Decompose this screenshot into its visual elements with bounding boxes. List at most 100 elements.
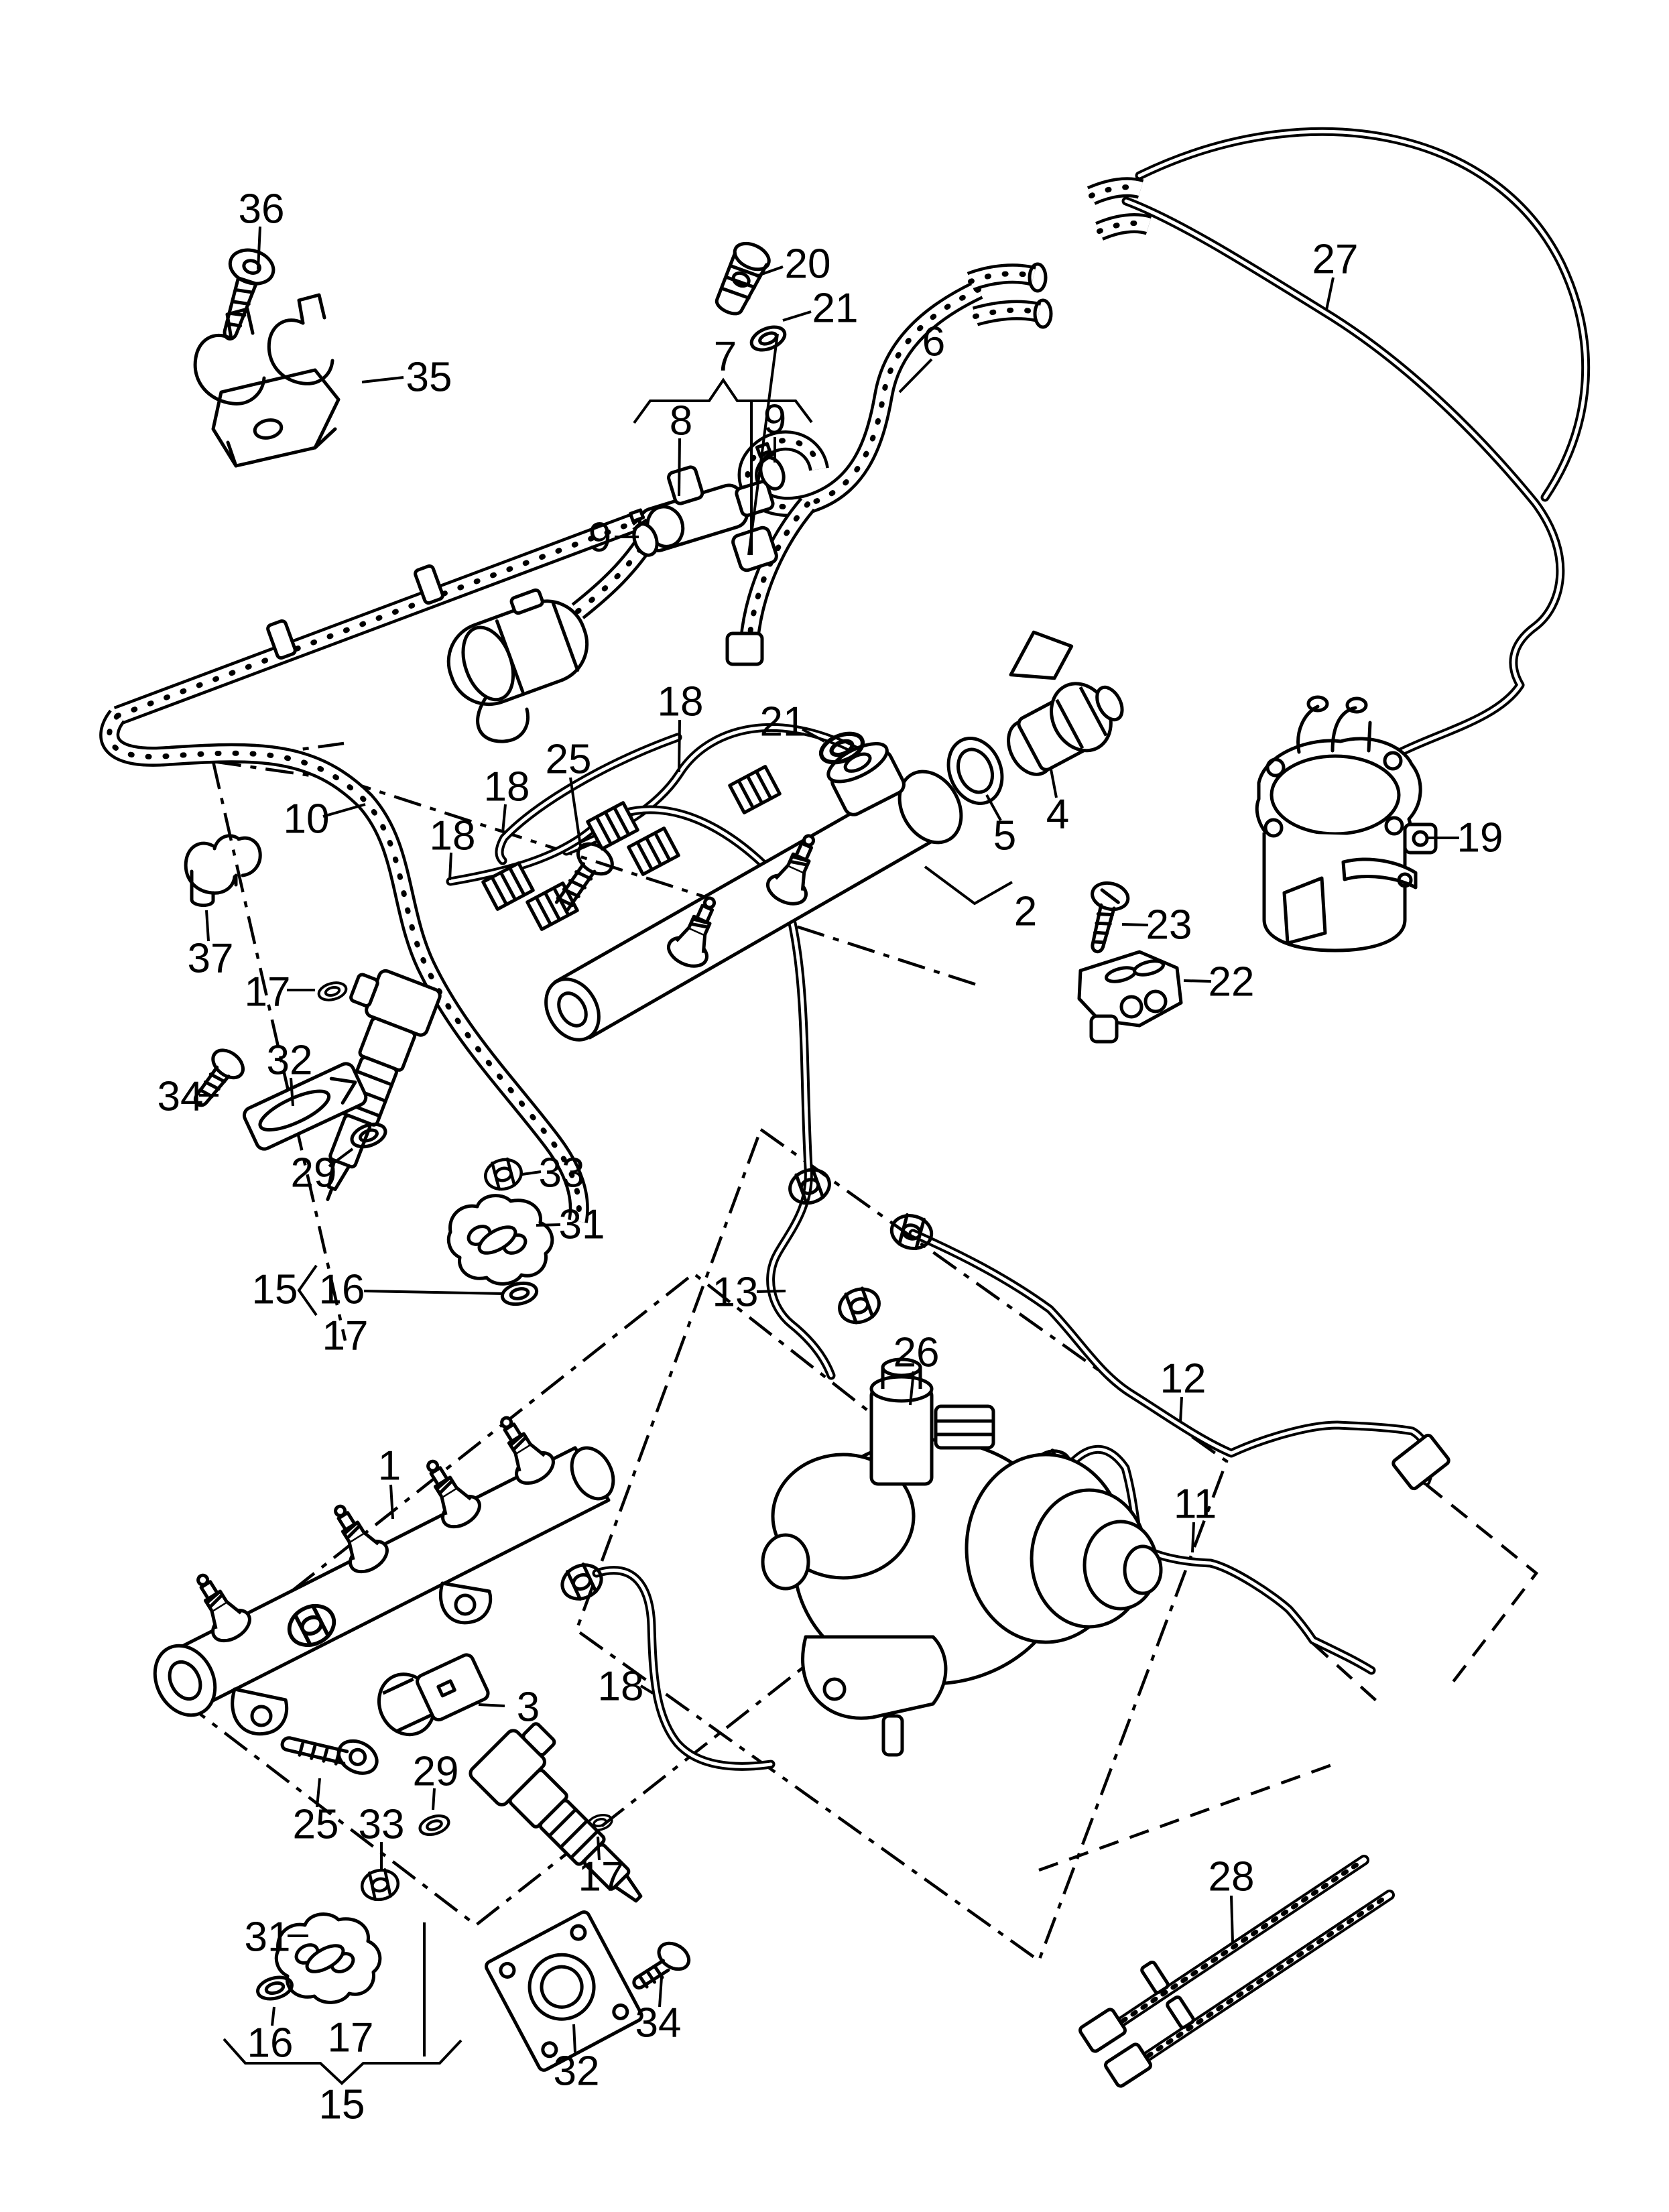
group-outline-pump	[574, 1127, 1229, 1963]
part-label-27: 27	[1312, 237, 1359, 283]
part-label-10: 10	[284, 796, 330, 843]
part-label-33: 33	[359, 1802, 405, 1848]
hose-clips	[266, 564, 444, 660]
leader-line-29	[328, 1148, 354, 1168]
leader-line-11	[1191, 1522, 1195, 1553]
leader-line-18	[639, 1684, 654, 1695]
part-label-7: 7	[714, 334, 737, 380]
leader-line-16	[271, 2006, 275, 2026]
part-label-18: 18	[658, 679, 704, 725]
part-label-17: 17	[245, 969, 291, 1016]
leader-line-34	[658, 1977, 663, 2008]
leader-line-23	[1121, 923, 1149, 926]
part-label-17: 17	[322, 1313, 369, 1359]
leader-line-21	[802, 728, 825, 743]
leader-line-28	[1230, 1895, 1234, 1943]
part-label-25: 25	[546, 737, 592, 783]
leader-line-26	[909, 1371, 915, 1406]
leader-line-18	[678, 719, 681, 773]
seal-ring-5	[946, 737, 1004, 805]
part-label-32: 32	[267, 1038, 313, 1084]
part-label-5: 5	[993, 813, 1016, 859]
group-15-brace-upper	[297, 1264, 318, 1316]
fuel-hose-6	[725, 262, 1053, 666]
group-outline-lower-rail	[165, 1272, 1001, 1927]
part-label-32: 32	[554, 2048, 600, 2095]
leader-line-25	[316, 1778, 321, 1808]
fuel-pipe-12	[888, 1211, 1450, 1491]
part-label-6: 6	[922, 319, 945, 365]
leader-line-18	[448, 852, 452, 881]
pressure-valve-4	[1007, 630, 1124, 776]
part-label-28: 28	[1209, 1854, 1255, 1900]
leader-line-37	[205, 910, 210, 942]
leader-line-29	[432, 1788, 436, 1810]
leader-line-18	[501, 804, 507, 833]
part-label-1: 1	[378, 1443, 401, 1489]
part-label-4: 4	[1046, 792, 1069, 838]
leader-line-25	[569, 777, 582, 847]
banjo-bolt-20	[715, 241, 771, 316]
part-label-36: 36	[239, 186, 285, 233]
part-label-33: 33	[539, 1150, 585, 1196]
leader-line-6	[898, 358, 933, 393]
part-label-25: 25	[293, 1802, 339, 1848]
leader-line-13	[756, 1290, 786, 1293]
leader-line-36	[257, 226, 261, 270]
bracket-22	[1077, 950, 1183, 1044]
part-label-16: 16	[247, 2020, 294, 2067]
part-label-12: 12	[1160, 1356, 1207, 1402]
leader-line-16	[363, 1290, 505, 1295]
part-label-34: 34	[158, 1074, 204, 1120]
leader-line-12	[1179, 1396, 1183, 1423]
part-label-31: 31	[245, 1914, 291, 1961]
part-label-9: 9	[589, 515, 611, 561]
leader-line-1	[389, 1484, 394, 1520]
part-label-15: 15	[252, 1267, 298, 1313]
screw-36	[223, 248, 275, 341]
clamping-piece-32-upper	[242, 1062, 368, 1151]
leader-line-8	[678, 438, 681, 497]
screw-25-lower	[280, 1736, 379, 1775]
leader-line-27	[1325, 277, 1335, 310]
part-label-35: 35	[406, 355, 452, 401]
part-label-29: 29	[413, 1749, 459, 1795]
clamping-plate-32-lower	[485, 1910, 643, 2072]
screw-34-lower	[632, 1941, 691, 1990]
group-7-bracket	[633, 377, 813, 424]
injector-15-lower	[469, 1722, 643, 1903]
part-label-15: 15	[319, 2082, 365, 2128]
leader-line-32	[572, 2024, 576, 2053]
part-label-19: 19	[1457, 815, 1503, 861]
retainer-clip-37	[184, 834, 262, 907]
gasket-31-upper	[446, 1194, 554, 1286]
part-label-26: 26	[893, 1330, 940, 1376]
dashed-reference-lines	[1038, 1483, 1539, 1872]
leader-line-32	[290, 1077, 294, 1107]
part-label-17: 17	[328, 2015, 374, 2061]
screw-34-upper	[193, 1048, 245, 1107]
part-label-23: 23	[1146, 902, 1192, 948]
part-label-13: 13	[713, 1270, 759, 1316]
leader-line-21	[782, 310, 812, 322]
cable-ties-28	[1078, 1855, 1395, 2088]
retainer-clamp-35	[193, 293, 341, 468]
leader-line-10	[322, 803, 366, 818]
part-label-17: 17	[578, 1854, 625, 1900]
fuel-rail-1	[153, 1408, 615, 1736]
high-pressure-pump-26	[761, 1357, 1163, 1757]
part-label-3: 3	[517, 1684, 540, 1731]
leader-line-17	[597, 1836, 601, 1861]
part-label-8: 8	[670, 398, 692, 444]
part-label-20: 20	[785, 241, 831, 288]
part-label-16: 16	[319, 1267, 365, 1313]
leader-line-4	[1050, 769, 1058, 798]
leader-line-5	[985, 794, 1002, 821]
t-connector	[731, 526, 778, 572]
part-label-31: 31	[559, 1202, 605, 1248]
label-21-extension	[747, 333, 779, 556]
part-label-22: 22	[1209, 959, 1255, 1005]
group-15-bracket-lower	[223, 2038, 462, 2085]
part-label-18: 18	[598, 1664, 644, 1710]
